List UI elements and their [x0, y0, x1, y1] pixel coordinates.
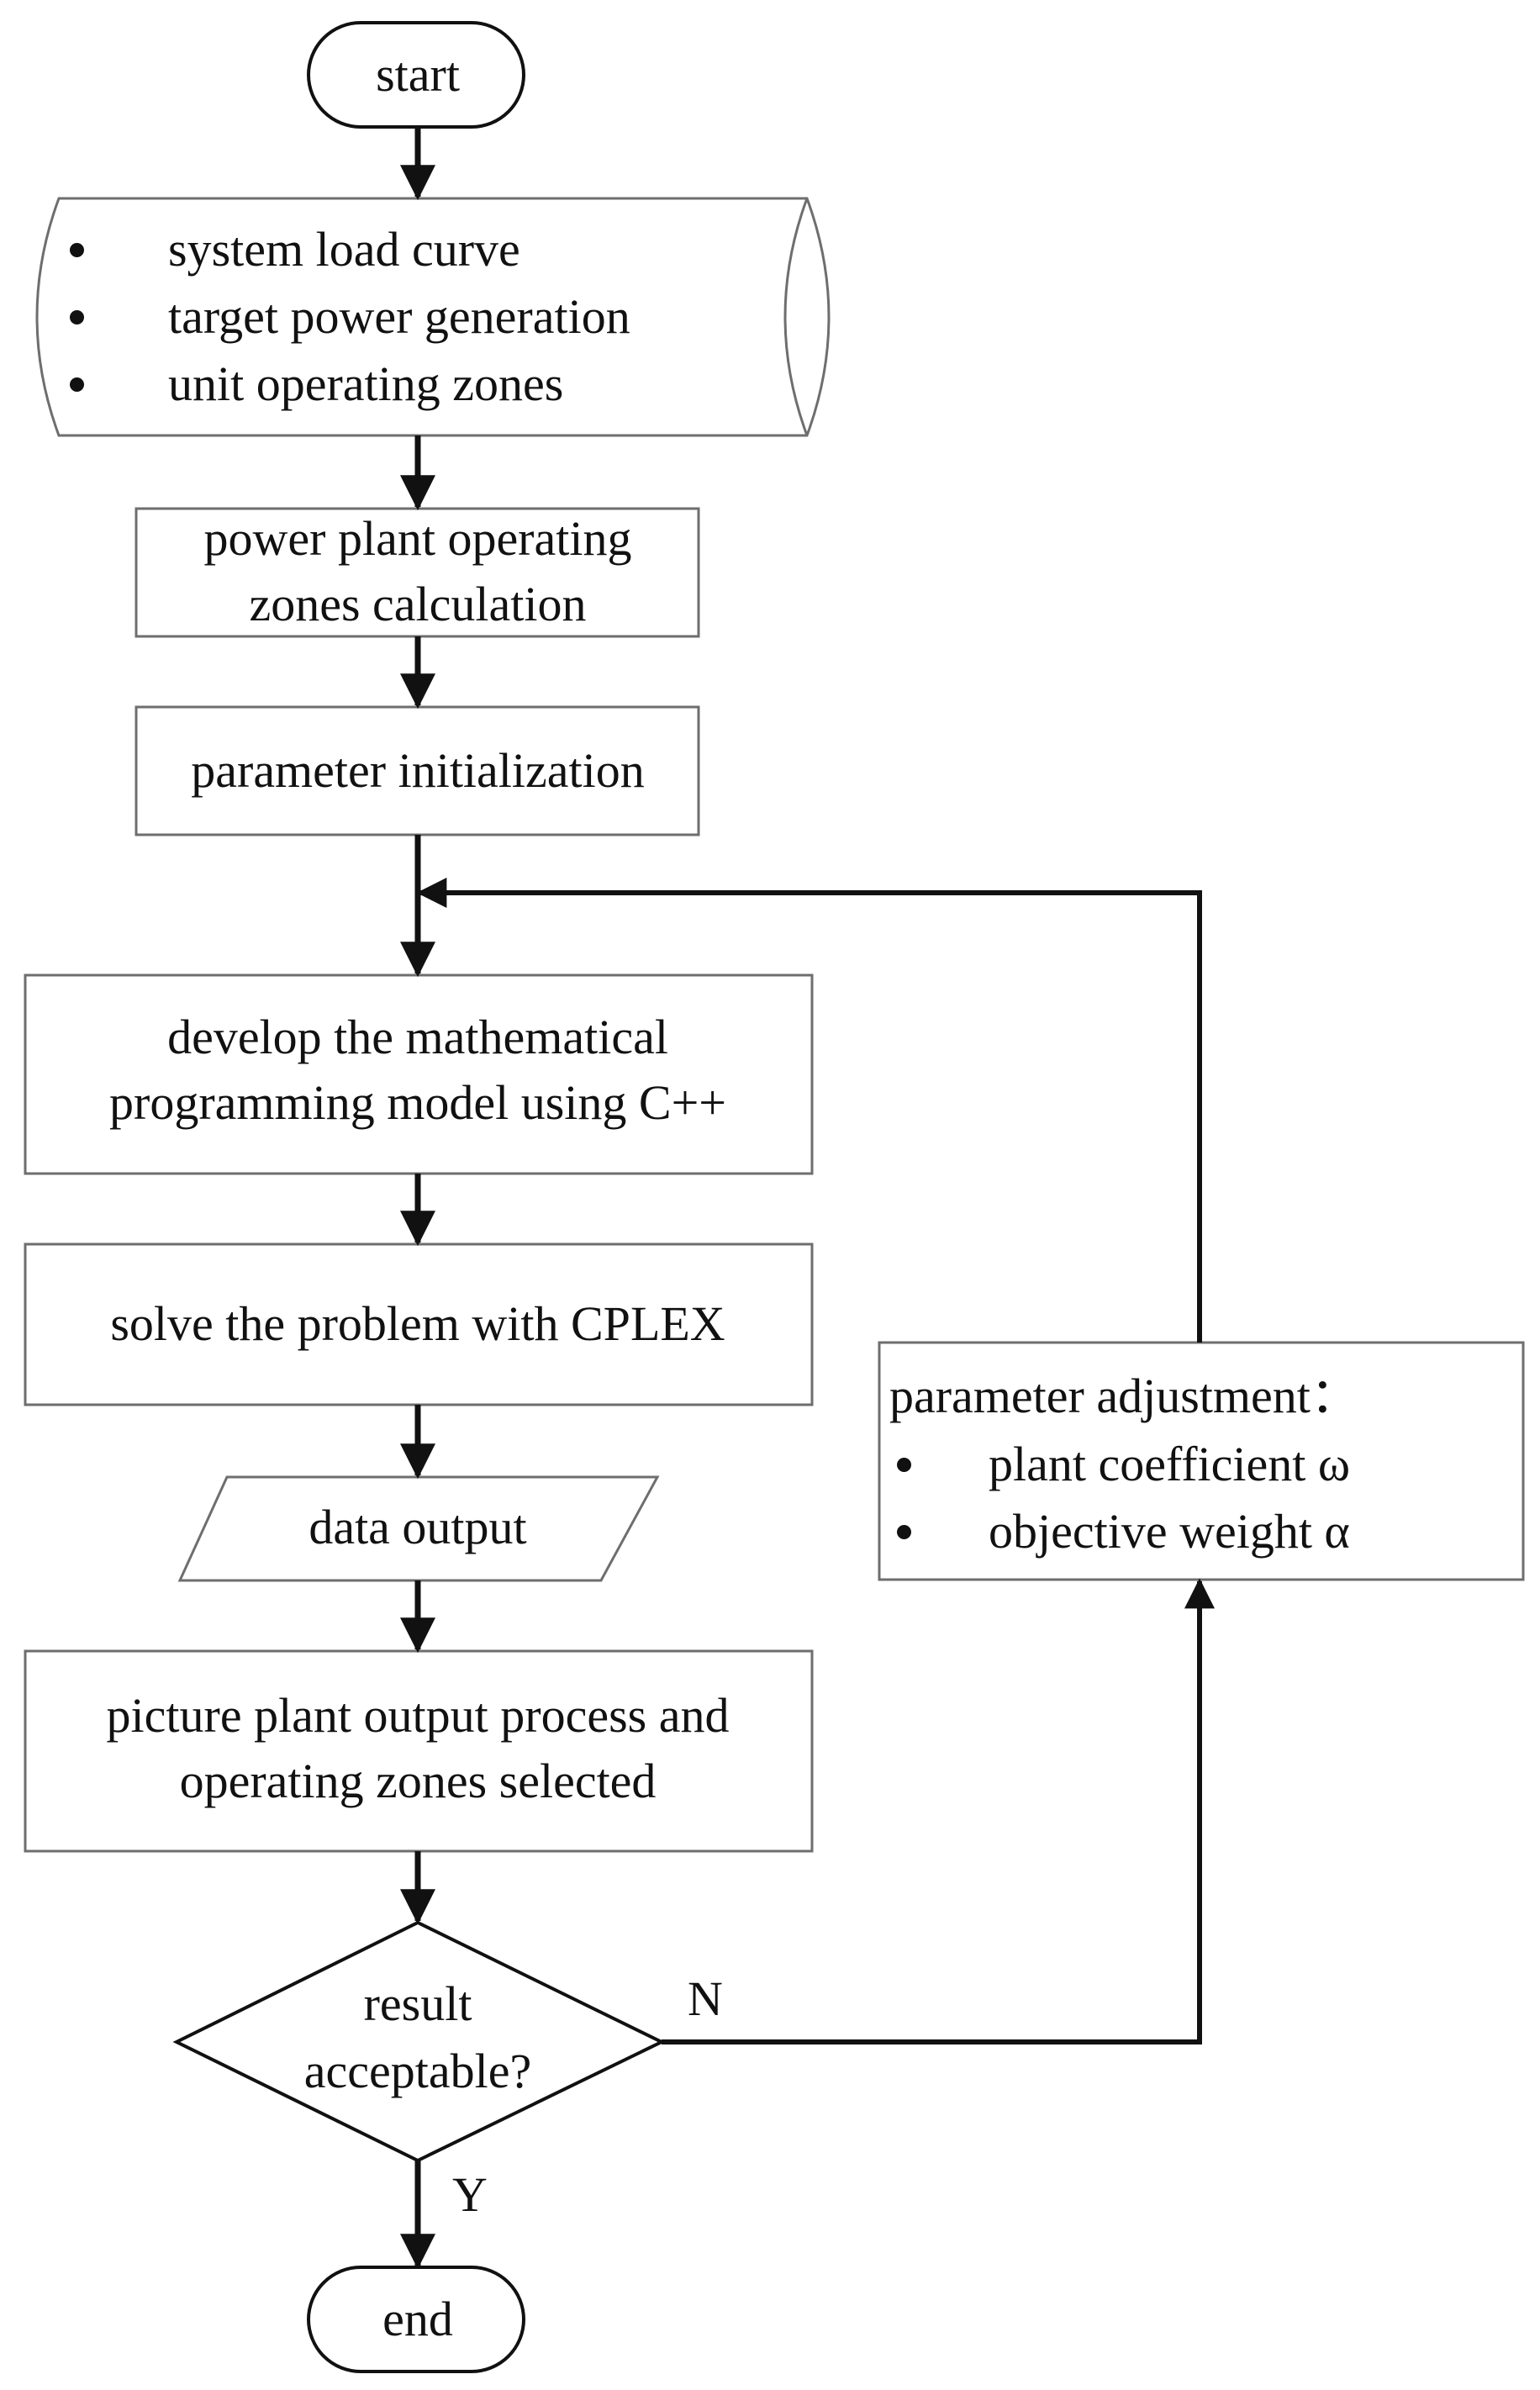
no-branch-label: N — [688, 1971, 723, 2026]
picture-output-line-2: operating zones selected — [179, 1754, 657, 1808]
zones-calc-line-2: zones calculation — [249, 577, 587, 631]
param-init-label: parameter initialization — [191, 743, 645, 798]
input-item-operating-zones: unit operating zones — [168, 356, 564, 411]
zones-calc-line-1: power plant operating — [203, 511, 632, 566]
adjustment-title: parameter adjustment： — [889, 1369, 1359, 1423]
input-item-target-power: target power generation — [168, 289, 630, 344]
arrow-adjustment-loop-back — [416, 878, 1202, 1343]
inputs-stored-data-inner-arc — [783, 198, 809, 436]
adjustment-item-objective-weight: objective weight α — [989, 1504, 1350, 1559]
input-item-system-load: system load curve — [168, 222, 520, 277]
bullet — [70, 310, 84, 324]
develop-model-line-1: develop the mathematical — [167, 1010, 668, 1064]
adjustment-item-plant-coefficient: plant coefficient ω — [989, 1437, 1351, 1491]
parameter-initialization-box — [134, 705, 700, 836]
yes-branch-label: Y — [452, 2167, 488, 2222]
parameter-adjustment-box — [878, 1341, 1525, 1581]
develop-model-box — [24, 973, 814, 1175]
solve-cplex-label: solve the problem with CPLEX — [110, 1296, 725, 1351]
decision-line-2: acceptable? — [303, 2044, 532, 2098]
solve-cplex-box — [24, 1242, 814, 1406]
data-output-parallelogram — [177, 1475, 660, 1582]
bullet — [70, 377, 84, 392]
zones-calculation-box — [134, 507, 700, 638]
decision-line-1: result — [363, 1976, 472, 2031]
bullet — [897, 1525, 911, 1539]
bullet — [70, 243, 84, 257]
data-output-label: data output — [309, 1500, 527, 1554]
picture-output-line-1: picture plant output process and — [106, 1688, 730, 1743]
end-label: end — [382, 2292, 453, 2346]
develop-model-line-2: programming model using C++ — [109, 1075, 726, 1130]
bullet — [897, 1458, 911, 1472]
arrow-decision-no-to-adjustment — [662, 1578, 1215, 2044]
start-label: start — [376, 47, 460, 102]
